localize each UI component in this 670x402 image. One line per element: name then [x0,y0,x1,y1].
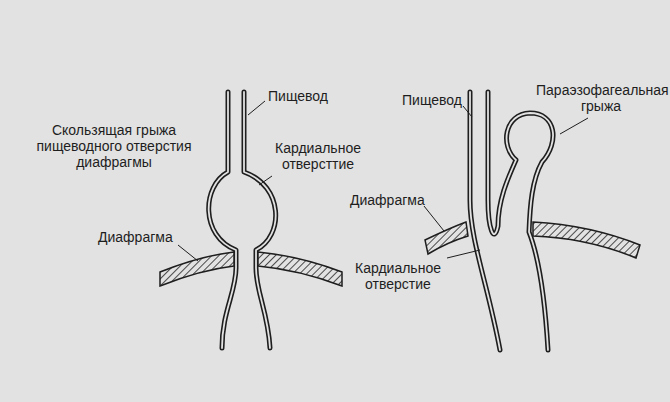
part-label: Кардиальное отверстие [346,260,450,292]
esophagus-wall [209,92,276,348]
figure-caption: Скользящая грыжа пищеводного отверстия д… [28,122,200,170]
organ-label: Пищевод [268,88,348,104]
leader-line [178,101,588,261]
esophagus-wall [470,92,553,350]
part-label: Диафрагма [350,192,432,208]
organ-label: Пищевод [402,92,464,108]
figure-caption: Параэзофагеальная грыжа [536,82,666,114]
part-label: Кардиальное отверсттие [266,140,370,172]
part-label: Диафрагма [98,229,180,245]
